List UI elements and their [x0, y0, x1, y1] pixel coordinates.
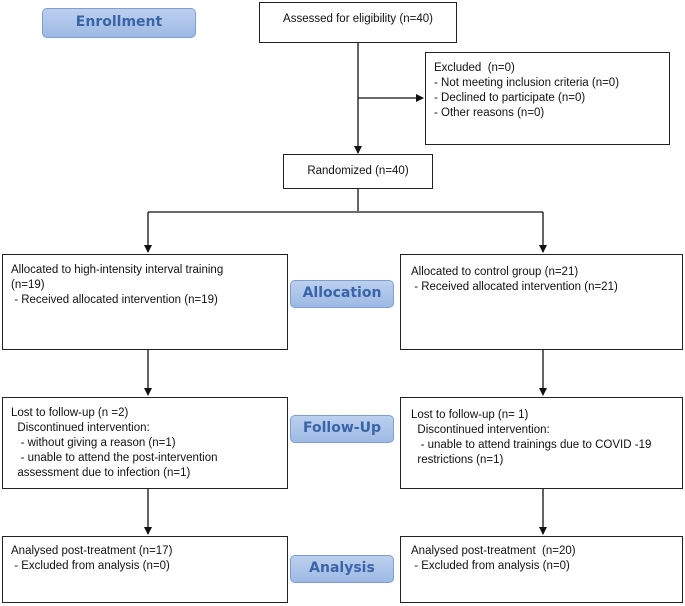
followup-right-line: restrictions (n=1) [411, 454, 504, 466]
stage-allocation: Allocation [290, 280, 394, 308]
analysis-left-box: Analysed post-treatment (n=17) - Exclude… [2, 536, 288, 603]
randomized-text: Randomized (n=40) [307, 165, 409, 177]
followup-right-line: Lost to follow-up (n= 1) [411, 409, 529, 421]
excluded-item: - Declined to participate (n=0) [434, 92, 586, 104]
stage-enrollment: Enrollment [42, 8, 196, 38]
allocation-left-line: - Received allocated intervention (n=19) [11, 294, 218, 306]
followup-right-box: Lost to follow-up (n= 1) Discontinued in… [400, 397, 683, 489]
allocation-left-line: Allocated to high-intensity interval tra… [11, 264, 224, 276]
allocation-right-line: - Received allocated intervention (n=21) [411, 281, 618, 293]
analysis-left-line: Analysed post-treatment (n=17) [11, 545, 173, 557]
assessed-text: Assessed for eligibility (n=40) [283, 13, 433, 25]
analysis-right-line: - Excluded from analysis (n=0) [411, 560, 570, 572]
allocation-left-box: Allocated to high-intensity interval tra… [2, 254, 288, 350]
randomized-box: Randomized (n=40) [283, 154, 433, 189]
followup-left-box: Lost to follow-up (n =2) Discontinued in… [2, 397, 288, 489]
followup-right-line: Discontinued intervention: [411, 424, 550, 436]
followup-right-line: - unable to attend trainings due to COVI… [411, 439, 652, 451]
stage-follow-up: Follow-Up [290, 415, 394, 443]
excluded-item: - Not meeting inclusion criteria (n=0) [434, 77, 620, 89]
followup-left-line: - unable to attend the post-intervention [11, 452, 218, 464]
allocation-right-line: Allocated to control group (n=21) [411, 266, 579, 278]
followup-left-line: assessment due to infection (n=1) [11, 467, 191, 479]
excluded-title: Excluded (n=0) [434, 62, 515, 74]
followup-left-line: - without giving a reason (n=1) [11, 437, 176, 449]
followup-left-line: Lost to follow-up (n =2) [11, 407, 129, 419]
analysis-left-line: - Excluded from analysis (n=0) [11, 560, 170, 572]
stage-analysis: Analysis [290, 555, 394, 583]
allocation-right-box: Allocated to control group (n=21) - Rece… [400, 254, 683, 350]
excluded-item: - Other reasons (n=0) [434, 107, 545, 119]
analysis-right-box: Analysed post-treatment (n=20) - Exclude… [400, 536, 683, 603]
excluded-box: Excluded (n=0) - Not meeting inclusion c… [425, 52, 670, 145]
analysis-right-line: Analysed post-treatment (n=20) [411, 545, 576, 557]
allocation-left-line: (n=19) [11, 279, 45, 291]
followup-left-line: Discontinued intervention: [11, 422, 150, 434]
assessed-box: Assessed for eligibility (n=40) [259, 2, 457, 43]
